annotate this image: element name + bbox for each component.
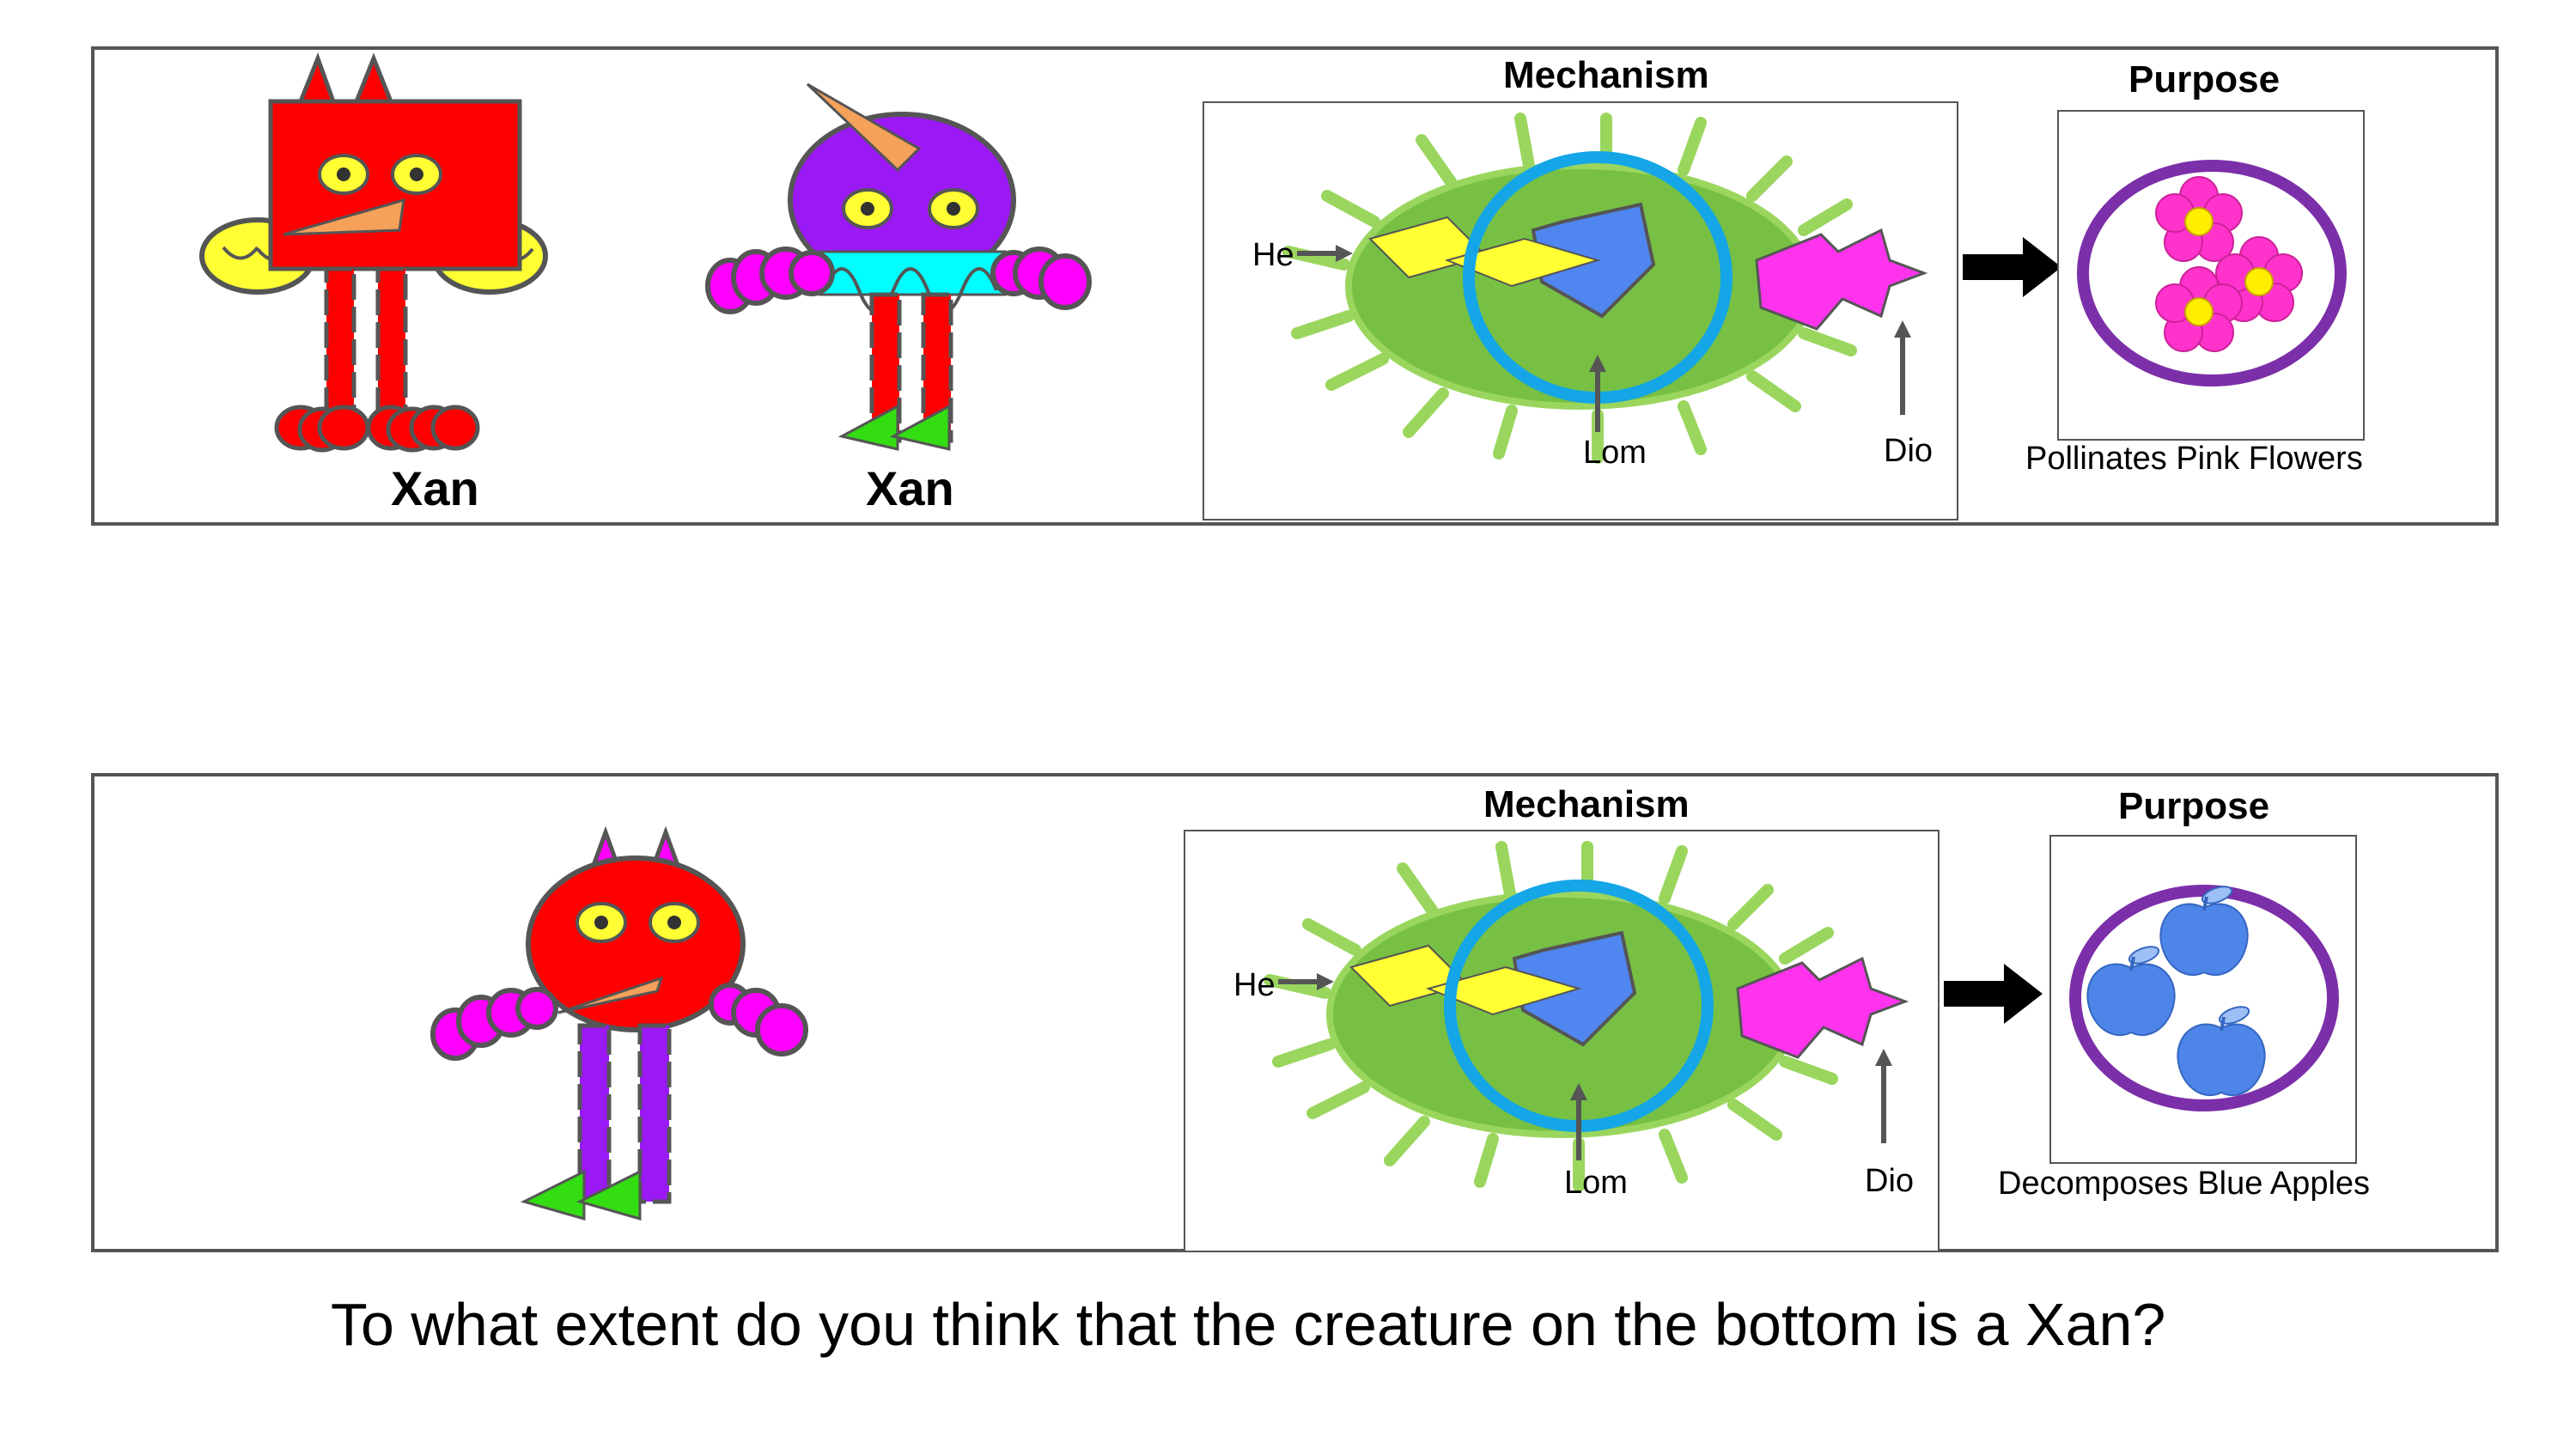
top-right-arrow <box>1963 237 2061 297</box>
bottom-blue-apples <box>2069 885 2339 1111</box>
round-xan-creature <box>705 82 1092 451</box>
bottom-mechanism-title: Mechanism <box>1483 783 1690 825</box>
top-purpose-title: Purpose <box>2128 58 2281 100</box>
top-mechanism-title: Mechanism <box>1503 54 1709 96</box>
top-mechanism-bug <box>1282 113 1928 464</box>
top-purpose-caption: Pollinates Pink Flowers <box>2025 441 2363 477</box>
top-dio-label: Dio <box>1884 433 1934 469</box>
square-xan-creature <box>199 52 548 453</box>
bottom-purpose-caption: Decomposes Blue Apples <box>1998 1166 2371 1202</box>
bottom-panel: Mechanism He Lom Dio Purpose <box>91 773 2499 1252</box>
creature-2-label: Xan <box>866 461 954 515</box>
bottom-mechanism-bug <box>1264 841 1909 1192</box>
bottom-dio-label: Dio <box>1865 1163 1915 1199</box>
test-creature <box>430 825 808 1221</box>
top-he-label: He <box>1252 237 1294 273</box>
question-text: To what extent do you think that the cre… <box>331 1291 2166 1358</box>
bottom-right-arrow <box>1944 964 2043 1024</box>
top-lom-label: Lom <box>1583 435 1647 471</box>
top-panel: Xan Xan Mechanism <box>91 46 2499 526</box>
creature-1-label: Xan <box>391 461 479 515</box>
bottom-purpose-title: Purpose <box>2118 785 2270 827</box>
bottom-he-label: He <box>1233 967 1276 1003</box>
bottom-lom-label: Lom <box>1564 1165 1628 1201</box>
top-flowers <box>2077 160 2347 387</box>
